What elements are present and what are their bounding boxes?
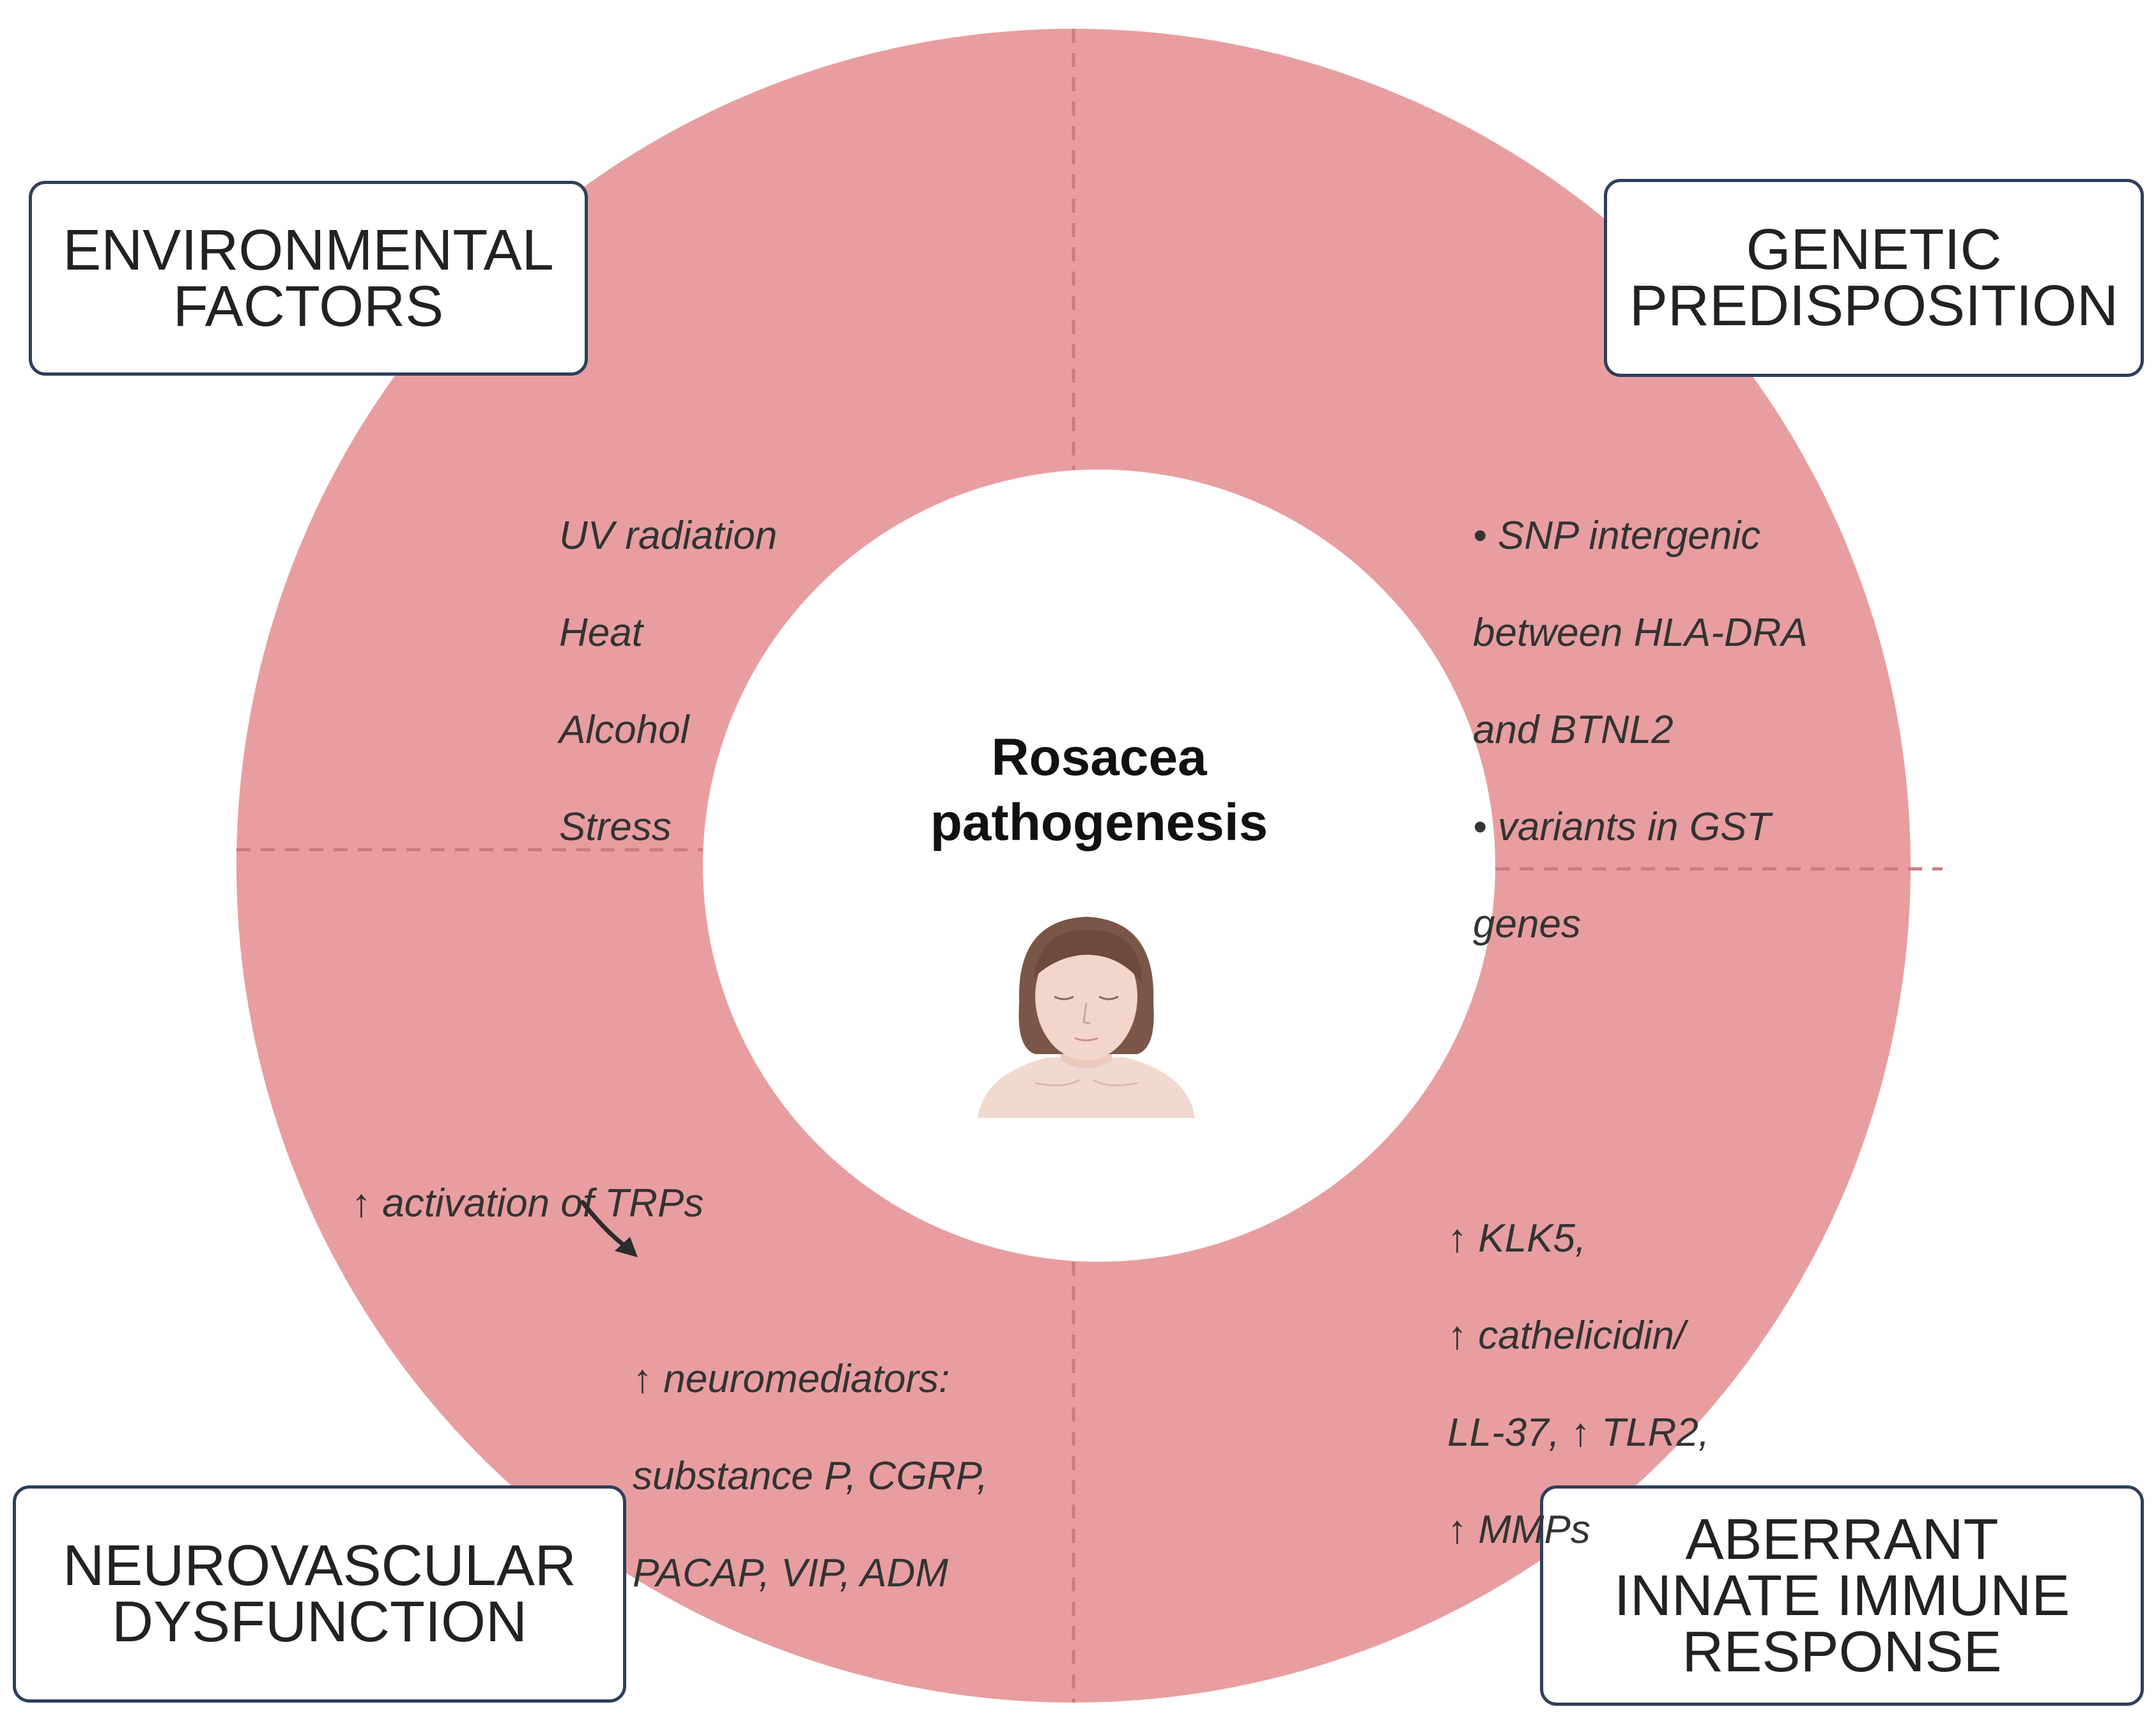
genetic-predisposition-box: GENETIC PREDISPOSITION [1604, 179, 2144, 377]
neurovascular-dysfunction-box: NEUROVASCULAR DYSFUNCTION [13, 1485, 626, 1703]
list-item: ↑ cathelicidin/ [1447, 1314, 1686, 1358]
neurovascular-dysfunction-label: NEUROVASCULAR DYSFUNCTION [63, 1534, 576, 1654]
genetic-predisposition-label: GENETIC PREDISPOSITION [1629, 218, 2119, 338]
list-item: and BTNL2 [1473, 708, 1674, 752]
arrow-down-right-icon [580, 1200, 638, 1257]
center-title: Rosacea pathogenesis [914, 725, 1284, 855]
trp-activation-note: ↑ activation of TRPs [351, 1131, 704, 1276]
innate-immune-list: ↑ KLK5, ↑ cathelicidin/ LL-37, ↑ TLR2, ↑… [1447, 1166, 1709, 1603]
list-item: ↑ MMPs [1447, 1508, 1590, 1552]
woman-face-icon [978, 917, 1195, 1118]
list-item: Heat [559, 611, 643, 655]
list-item: LL-37, ↑ TLR2, [1447, 1411, 1710, 1455]
list-item: PACAP, VIP, ADM [633, 1551, 948, 1595]
list-item: between HLA-DRA [1473, 611, 1808, 655]
list-item: ↑ neuromediators: [633, 1357, 950, 1401]
list-item: ↑ activation of TRPs [351, 1181, 704, 1225]
environmental-factors-list: UV radiation Heat Alcohol Stress [559, 463, 777, 900]
aberrant-immune-response-box: ABERRANT INNATE IMMUNE RESPONSE [1540, 1485, 2144, 1706]
environmental-factors-box: ENVIRONMENTAL FACTORS [29, 181, 588, 376]
genetic-predisposition-list: • SNP intergenic between HLA-DRA and BTN… [1473, 463, 1808, 997]
list-item: UV radiation [559, 514, 778, 558]
list-item: • SNP intergenic [1473, 514, 1761, 558]
environmental-factors-label: ENVIRONMENTAL FACTORS [63, 218, 554, 339]
list-item: Alcohol [559, 708, 689, 752]
aberrant-immune-response-label: ABERRANT INNATE IMMUNE RESPONSE [1613, 1507, 2070, 1684]
list-item: genes [1473, 902, 1581, 946]
list-item: • variants in GST [1473, 805, 1771, 849]
center-circle [703, 470, 1495, 1262]
list-item: ↑ KLK5, [1447, 1216, 1587, 1260]
center-title-line: Rosacea [991, 728, 1207, 786]
list-item: Stress [559, 805, 672, 849]
list-item: substance P, CGRP, [633, 1454, 989, 1498]
neuromediators-list: ↑ neuromediators: substance P, CGRP, PAC… [633, 1306, 988, 1646]
center-title-line: pathogenesis [930, 793, 1268, 852]
